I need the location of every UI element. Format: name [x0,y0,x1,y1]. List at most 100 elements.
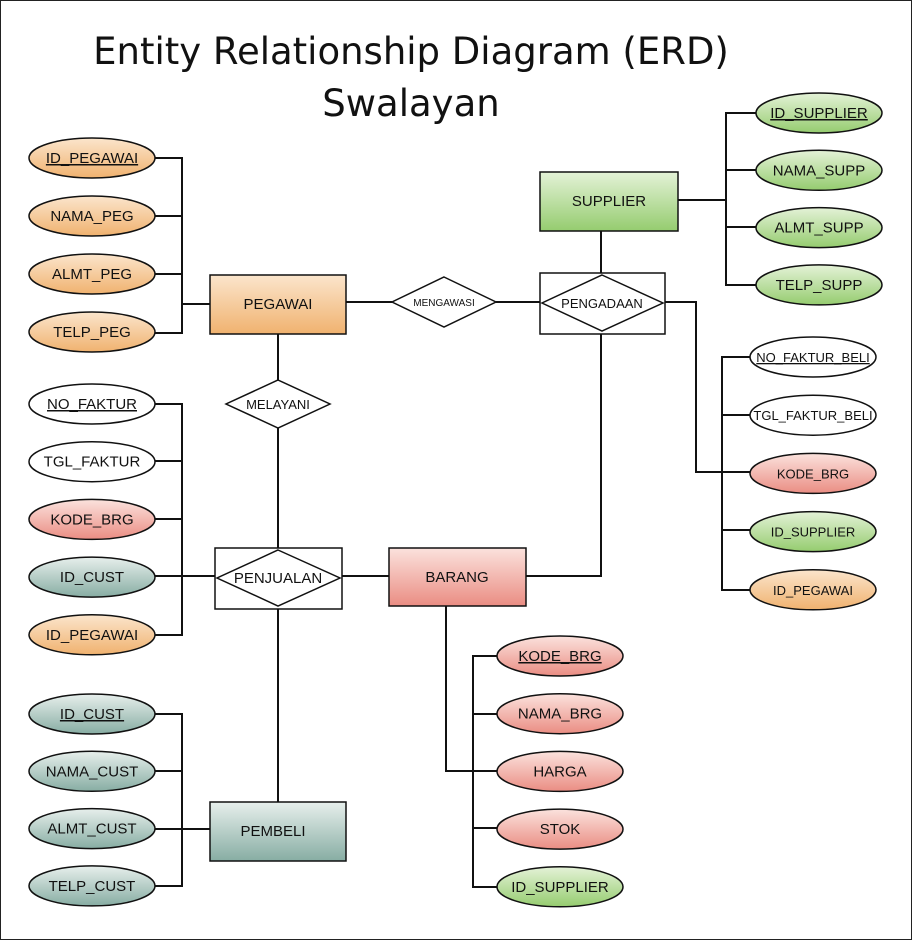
attribute-label: TELP_CUST [49,878,136,895]
attribute-label: NAMA_SUPP [773,162,866,179]
attribute-supplier-almt-supp: ALMT_SUPP [755,206,883,249]
relationship-pengadaan: PENGADAAN [539,272,666,335]
attribute-label: NO_FAKTUR_BELI [756,350,869,365]
attribute-supplier-telp-supp: TELP_SUPP [755,264,883,306]
attribute-label: ID_SUPPLIER [511,879,609,896]
pembeli-attributes: ID_CUST NAMA_CUST ALMT_CUST TELP_CUST [28,693,156,907]
pengadaan-attributes: NO_FAKTUR_BELI TGL_FAKTUR_BELI KODE_BRG ID_… [749,336,877,611]
relationship-penjualan: PENJUALAN [214,547,343,610]
attribute-pembeli-almt-cust: ALMT_CUST [28,807,156,850]
attribute-pembeli-telp-cust: TELP_CUST [28,865,156,907]
attribute-pengadaan-tgl-faktur-beli: TGL_FAKTUR_BELI [749,394,877,436]
attribute-label: NO_FAKTUR [47,396,137,413]
attribute-label: ID_PEGAWAI [46,627,138,644]
relationship-label: MENGAWASI [413,298,474,309]
penjualan-attributes: NO_FAKTUR TGL_FAKTUR KODE_BRG ID_CUST ID_PEG… [28,383,156,656]
attribute-ellipse [749,394,877,436]
attribute-pegawai-id-pegawai: ID_PEGAWAI [28,137,156,179]
attribute-supplier-id-supplier: ID_SUPPLIER [755,92,883,134]
attribute-pengadaan-no-faktur-beli: NO_FAKTUR_BELI [749,336,877,378]
attribute-ellipse [28,311,156,353]
attribute-ellipse [749,569,877,611]
attribute-ellipse [749,510,877,553]
attribute-ellipse [496,808,624,850]
entity-pembeli: PEMBELI [209,801,347,862]
attribute-ellipse [28,137,156,179]
attribute-barang-id-supplier: ID_SUPPLIER [496,866,624,908]
attribute-label: KODE_BRG [518,648,601,665]
entity-barang: BARANG [388,547,527,607]
attribute-barang-stok: STOK [496,808,624,850]
relationship-label: MELAYANI [246,397,310,412]
attribute-label: ID_PEGAWAI [46,150,138,167]
attribute-label: TELP_PEG [53,324,131,341]
attribute-barang-nama-brg: NAMA_BRG [496,692,624,735]
attribute-barang-kode-brg: KODE_BRG [496,635,624,677]
attribute-ellipse [28,693,156,735]
attribute-pembeli-nama-cust: NAMA_CUST [28,750,156,793]
attribute-pengadaan-id-supplier: ID_SUPPLIER [749,510,877,553]
entity-supplier: SUPPLIER [539,171,679,232]
attribute-ellipse [749,452,877,495]
attribute-label: ID_SUPPLIER [770,105,868,122]
entity-label: PEMBELI [240,823,305,840]
attribute-ellipse [28,750,156,793]
pegawai-attributes: ID_PEGAWAI NAMA_PEG ALMT_PEG TELP_PEG [28,137,156,353]
attribute-pegawai-nama-peg: NAMA_PEG [28,195,156,237]
attribute-label: TELP_SUPP [776,277,863,294]
attribute-label: ALMT_SUPP [774,220,863,237]
attribute-label: ALMT_CUST [47,821,136,838]
attribute-ellipse [28,614,156,656]
attribute-supplier-nama-supp: NAMA_SUPP [755,149,883,192]
attribute-barang-harga: HARGA [496,750,624,793]
attribute-ellipse [28,498,156,541]
entity-label: SUPPLIER [572,193,646,210]
attribute-label: NAMA_PEG [50,208,133,225]
attribute-label: TGL_FAKTUR [44,454,141,471]
attribute-ellipse [496,635,624,677]
attribute-label: NAMA_CUST [46,763,139,780]
relationship-mengawasi: MENGAWASI [390,276,498,328]
attribute-ellipse [496,692,624,735]
relationship-label: PENGADAAN [561,296,643,311]
attribute-ellipse [28,253,156,295]
attribute-ellipse [28,195,156,237]
relationship-label: PENJUALAN [234,570,322,587]
attribute-label: KODE_BRG [50,511,133,528]
attribute-label: TGL_FAKTUR_BELI [753,408,872,423]
attribute-pegawai-telp-peg: TELP_PEG [28,311,156,353]
attribute-ellipse [749,336,877,378]
attribute-ellipse [28,556,156,598]
attribute-label: ID_CUST [60,569,124,586]
connector-lines [155,112,756,888]
attribute-label: KODE_BRG [777,466,849,481]
attribute-ellipse [496,866,624,908]
entity-label: BARANG [425,569,488,586]
attribute-ellipse [755,206,883,249]
diagram-subtitle: Swalayan [322,82,500,125]
entity-pegawai: PEGAWAI [209,274,347,335]
relationship-melayani: MELAYANI [224,379,332,429]
attribute-label: NAMA_BRG [518,706,602,723]
attribute-ellipse [28,440,156,483]
attribute-pegawai-almt-peg: ALMT_PEG [28,253,156,295]
attribute-label: STOK [540,821,581,838]
attribute-pengadaan-id-pegawai: ID_PEGAWAI [749,569,877,611]
attribute-ellipse [755,149,883,192]
attribute-label: ID_CUST [60,706,124,723]
attribute-ellipse [28,383,156,425]
entity-label: PEGAWAI [244,296,313,313]
attribute-ellipse [755,92,883,134]
attribute-penjualan-id-pegawai: ID_PEGAWAI [28,614,156,656]
attribute-label: HARGA [533,763,586,780]
attribute-label: ID_PEGAWAI [773,583,853,598]
barang-attributes: KODE_BRG NAMA_BRG HARGA STOK ID_SUPPLIER [496,635,624,908]
attribute-penjualan-no-faktur: NO_FAKTUR [28,383,156,425]
attribute-penjualan-kode-brg: KODE_BRG [28,498,156,541]
attribute-pembeli-id-cust: ID_CUST [28,693,156,735]
attribute-penjualan-id-cust: ID_CUST [28,556,156,598]
attribute-ellipse [496,750,624,793]
attribute-ellipse [28,807,156,850]
attribute-label: ID_SUPPLIER [771,525,856,540]
